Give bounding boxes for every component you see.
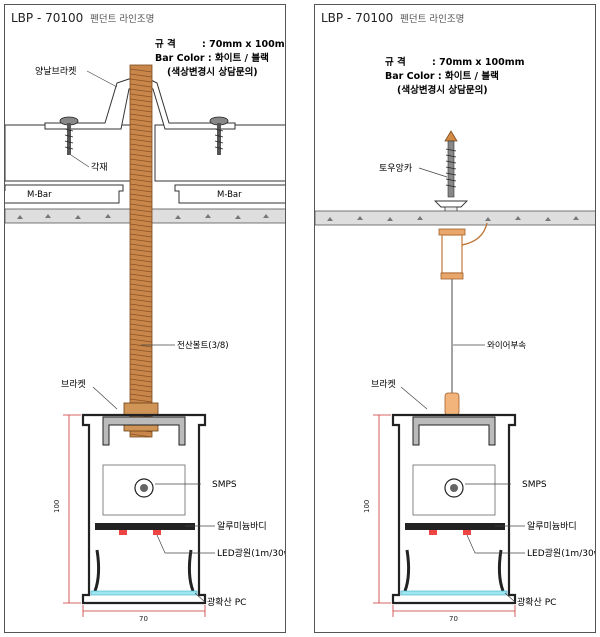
right-width-value: 70 [449,615,458,623]
left-spec-note: (색상변경시 상담문의) [167,66,258,78]
left-label-smps: SMPS [212,480,237,490]
left-label-alu: 알루미늄바디 [217,521,267,532]
left-spec-size-label: 규 격 [155,38,176,50]
left-title-model: LBP - 70100 [11,11,84,25]
left-height-value: 100 [53,500,61,513]
left-label-frame: 각재 [91,161,108,173]
left-width-dimension [82,605,206,617]
left-leaders [70,70,215,603]
right-spec-note: (색상변경시 상담문의) [397,84,488,96]
left-bolt-threads [129,68,153,438]
left-width-value: 70 [139,615,148,623]
left-screw-right [209,116,229,155]
right-leaders [400,167,525,603]
left-label-pc: 광확산 PC [207,596,246,608]
left-screw-left [59,116,79,155]
right-canopy [438,222,488,280]
left-drawing-panel: LBP - 70100 펜던트 라인조명 규 격 : 70mm x 100mm … [4,4,286,633]
right-ceiling-board [315,210,595,226]
left-label-bracket: 브라켓 [61,379,86,390]
right-width-dimension [392,605,516,617]
right-label-pc: 광확산 PC [517,596,556,608]
left-fixture-body [81,413,207,605]
right-height-value: 100 [363,500,371,513]
right-fixture-body [391,413,517,605]
left-mbar-left [5,184,124,204]
right-ceiling-hatch [327,216,579,221]
right-panel-title: LBP - 70100 펜던트 라인조명 [321,11,464,25]
left-spec-size-value: : 70mm x 100mm [202,39,286,50]
right-label-smps: SMPS [522,480,547,490]
left-ceiling-hatch [17,214,269,219]
left-label-led: LED광원(1m/30w) [217,547,286,559]
right-title-model: LBP - 70100 [321,11,394,25]
left-label-mbar-right: M-Bar [217,190,242,200]
right-label-bracket: 브라켓 [371,379,396,390]
right-label-wire: 와이어부속 [487,340,526,351]
left-mbar-right [174,184,285,204]
right-label-toggle: 토우앙카 [379,162,412,174]
left-threaded-bolt [129,64,153,438]
right-label-led: LED광원(1m/30w) [527,547,596,559]
left-nut-top [123,402,159,416]
right-spec-size-value: : 70mm x 100mm [432,57,525,68]
left-panel-title: LBP - 70100 펜던트 라인조명 [11,11,154,25]
right-drawing-panel: LBP - 70100 펜던트 라인조명 규 격 : 70mm x 100mm … [314,4,596,633]
right-spec-size-label: 규 격 [385,56,406,68]
left-spec-color: Bar Color : 화이트 / 블랙 [155,52,269,64]
left-drawing-svg: 규 격 : 70mm x 100mm Bar Color : 화이트 / 블랙 … [5,38,286,623]
right-label-alu: 알루미늄바디 [527,521,577,532]
right-drawing-svg: 규 격 : 70mm x 100mm Bar Color : 화이트 / 블랙 … [315,56,596,623]
right-wire-gripper [444,392,460,416]
left-title-sub: 펜던트 라인조명 [90,14,155,25]
right-toggle-anchor [433,130,469,224]
right-spec-color: Bar Color : 화이트 / 블랙 [385,70,499,82]
left-height-dimension [63,414,81,604]
left-label-double-bracket: 양날브라켓 [35,66,76,77]
right-title-sub: 펜던트 라인조명 [400,14,465,25]
left-label-mbar-left: M-Bar [27,190,52,200]
left-label-bolt: 전산볼트(3/8) [177,340,229,351]
right-height-dimension [373,414,391,604]
